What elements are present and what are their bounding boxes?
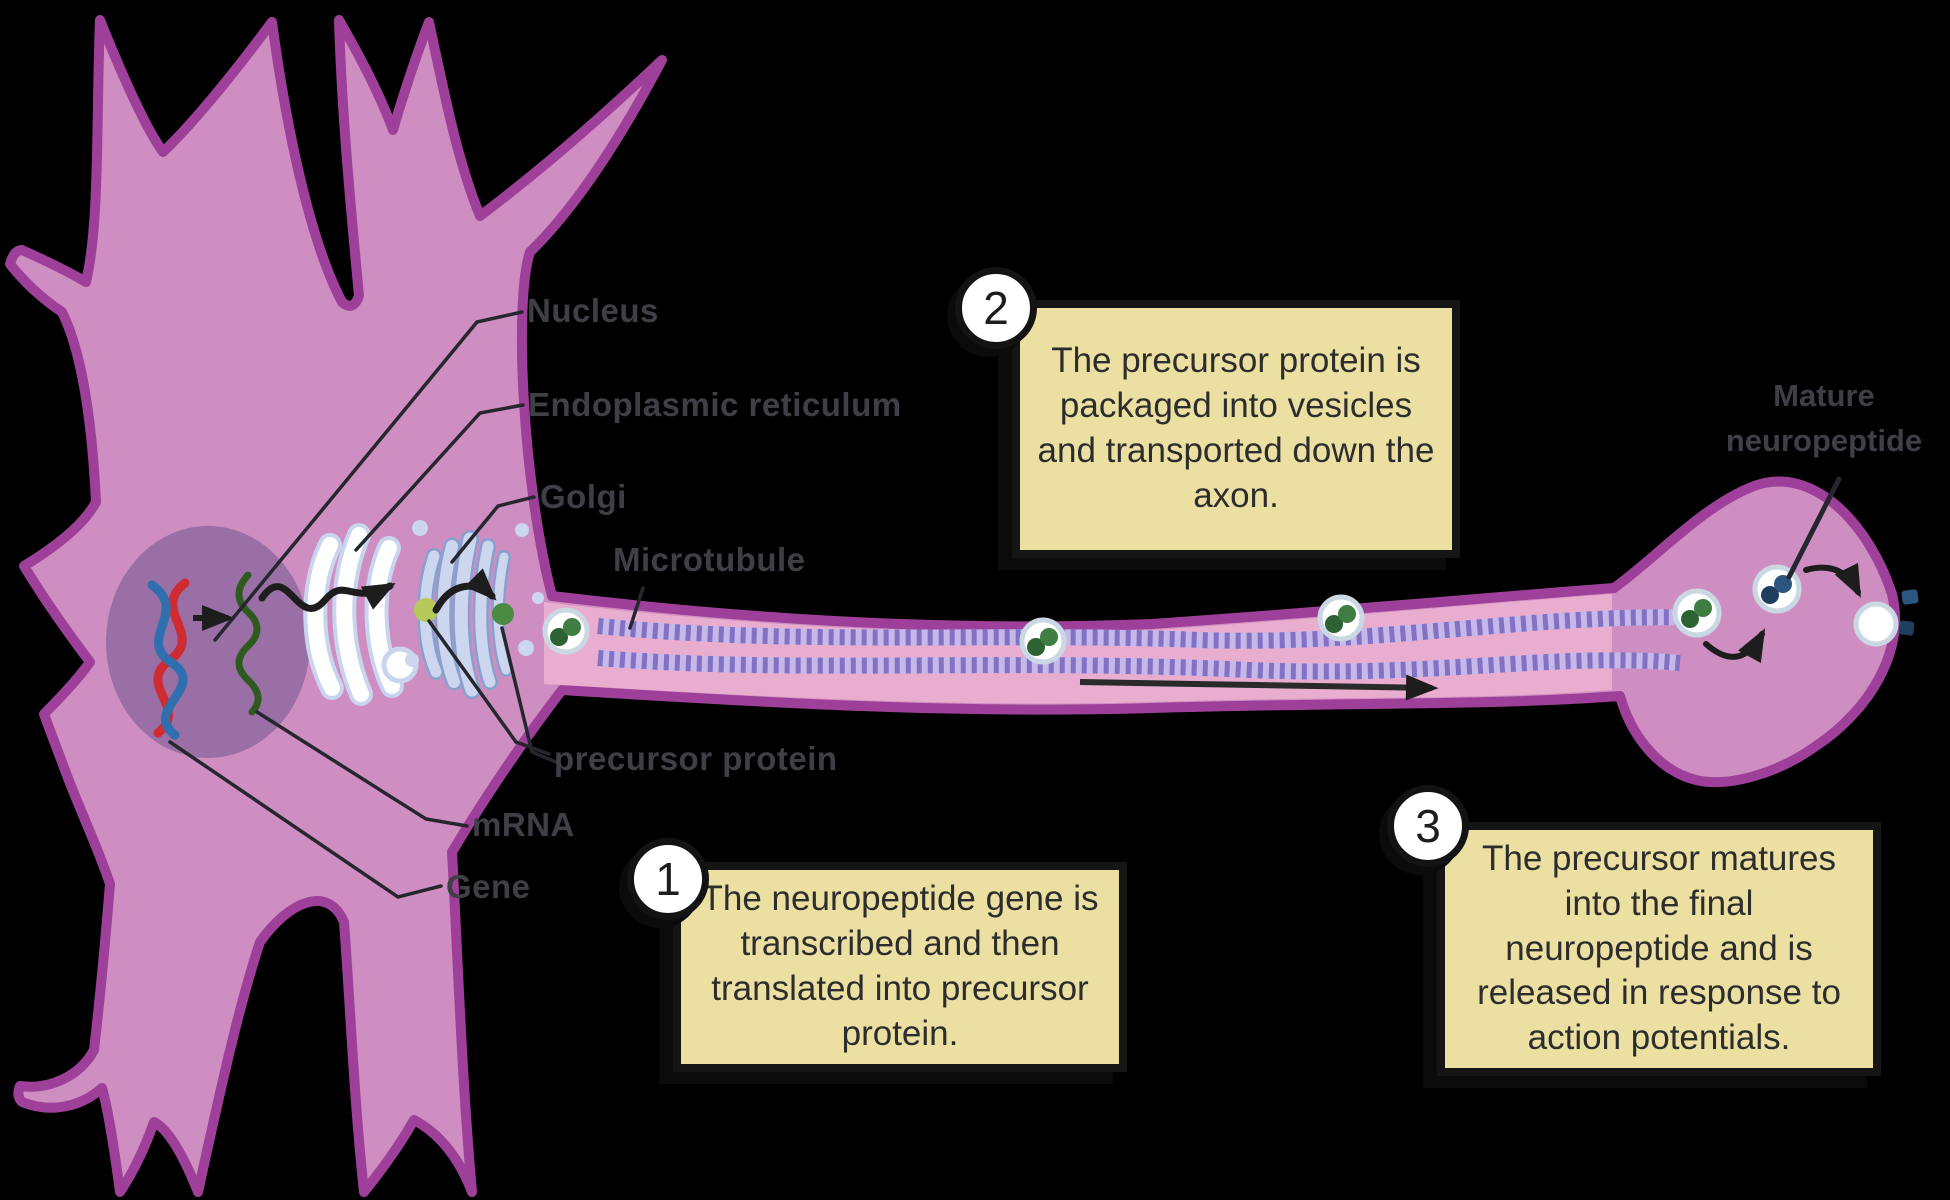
mrna-squiggle [235, 571, 262, 716]
golgi-transport-arrow [432, 568, 497, 614]
leader-line-microtubule [628, 586, 645, 630]
leader-line-er [354, 403, 525, 552]
step-text-2: The precursor protein is packaged into v… [1037, 341, 1435, 515]
endoplasmic-reticulum-icon [303, 523, 419, 706]
neuron-cell-body [5, 15, 1901, 1197]
microtubule-band-upper [597, 609, 1707, 649]
leader-line-precursor-left [427, 619, 551, 756]
step-box-1: The neuropeptide gene is transcribed and… [673, 862, 1127, 1072]
label-nucleus: Nucleus [527, 292, 659, 329]
label-microtubule: Microtubule [613, 541, 806, 578]
vesicle-axon-1 [1019, 617, 1067, 665]
axon-transport-arrow [1079, 674, 1439, 701]
label-golgi: Golgi [540, 478, 627, 515]
vesicle-hillock [542, 607, 590, 655]
label-mature-neuropeptide-line2: neuropeptide [1725, 422, 1923, 458]
step-box-3: The precursor matures into the final neu… [1437, 822, 1881, 1076]
leader-line-mature-neuropeptide [1786, 476, 1842, 580]
leader-line-precursor-right [500, 626, 558, 764]
released-neuropeptide-1 [1901, 589, 1919, 605]
leader-line-gene [168, 740, 443, 899]
label-mature-neuropeptide: Mature neuropeptide [1690, 374, 1950, 464]
label-mature-neuropeptide-line1: Mature [1773, 378, 1875, 413]
step-circle-1: 1 [627, 838, 709, 920]
step-circle-3: 3 [1387, 785, 1469, 867]
step-circle-2: 2 [955, 267, 1037, 349]
vesicle-fusing [1853, 601, 1899, 647]
label-gene: Gene [446, 868, 531, 905]
leader-line-nucleus [213, 310, 524, 642]
step-text-3: The precursor matures into the final neu… [1477, 839, 1841, 1058]
er-transport-arrow [258, 582, 396, 612]
dna-helix [147, 578, 190, 740]
step-text-1: The neuropeptide gene is transcribed and… [701, 879, 1099, 1053]
vesicle-axon-2 [1317, 594, 1365, 642]
precursor-protein-dot-left [414, 598, 438, 622]
microtubule-band-lower [597, 650, 1681, 680]
terminal-maturation-arrow [1703, 628, 1766, 664]
released-neuropeptide-2 [1898, 620, 1915, 636]
label-mrna: mRNA [472, 806, 575, 843]
label-endoplasmic-reticulum: Endoplasmic reticulum [528, 386, 902, 423]
precursor-protein-dot-right [492, 603, 514, 625]
leader-line-golgi [450, 495, 536, 564]
step-box-2: The precursor protein is packaged into v… [1012, 300, 1460, 558]
label-precursor-protein: precursor protein [554, 740, 838, 777]
terminal-release-arrow [1803, 562, 1861, 598]
vesicle-terminal-precursor [1672, 588, 1722, 638]
leader-line-mrna [255, 710, 469, 828]
